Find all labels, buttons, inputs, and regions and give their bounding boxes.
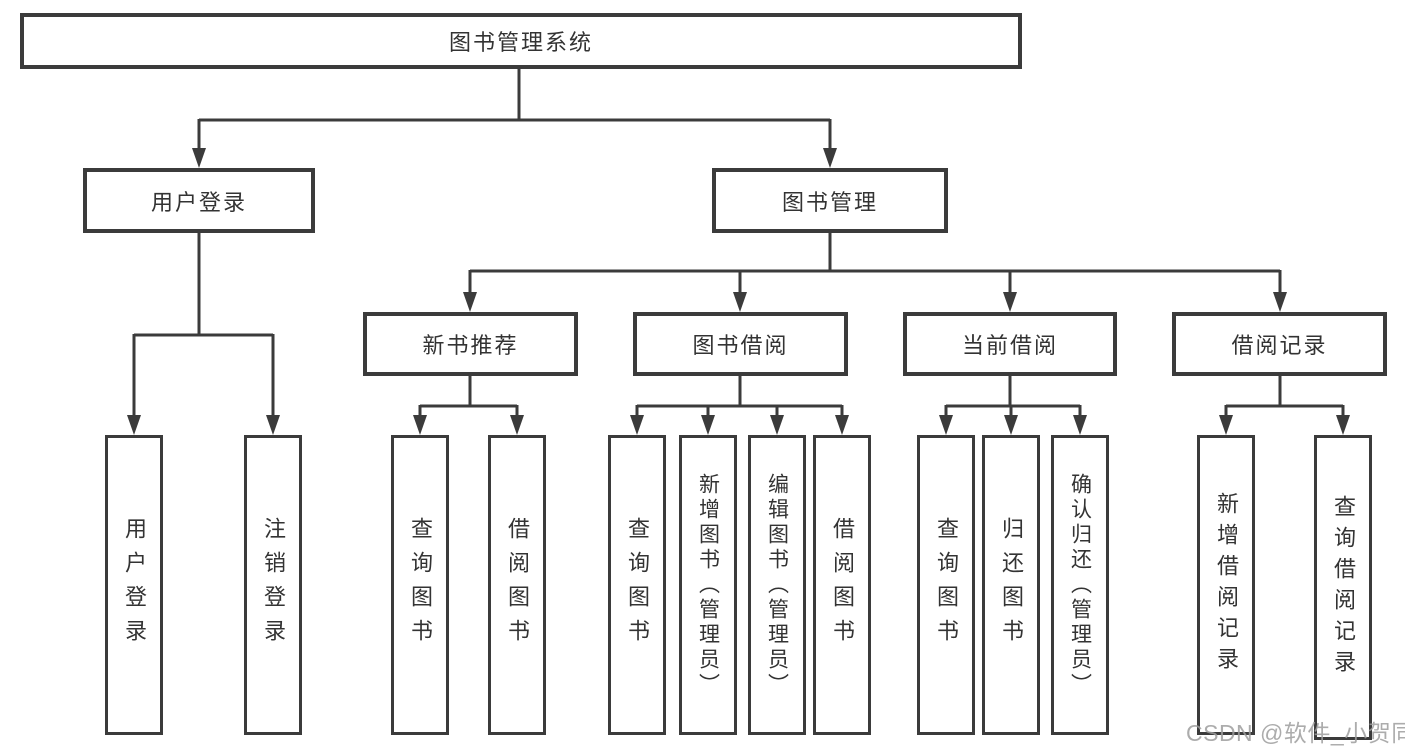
leaf-borrow-books-recommend: 借阅图书: [488, 435, 546, 735]
leaf-query-books-borrow: 查询图书: [608, 435, 666, 735]
node-new-book-recommend: 新书推荐: [363, 312, 578, 376]
leaf-confirm-return-admin: 确认归还（管理员）: [1051, 435, 1109, 735]
leaf-query-books-current: 查询图书: [917, 435, 975, 735]
node-current-borrow: 当前借阅: [903, 312, 1117, 376]
node-label: 用户登录: [150, 189, 247, 215]
node-label: 借阅图书: [830, 517, 855, 653]
leaf-return-books: 归还图书: [982, 435, 1040, 735]
node-book-management-module: 图书管理: [712, 168, 948, 233]
node-borrow-records: 借阅记录: [1172, 312, 1387, 376]
node-label: 借阅记录: [1231, 333, 1328, 358]
node-label: 查询图书: [934, 517, 959, 653]
node-label: 图书管理系统: [448, 30, 593, 55]
node-label: 新增借阅记录: [1214, 492, 1239, 678]
node-label: 借阅图书: [505, 517, 530, 653]
node-root-system: 图书管理系统: [20, 13, 1022, 69]
node-label: 新增图书（管理员）: [696, 472, 720, 698]
node-label: 图书管理: [781, 189, 878, 215]
leaf-query-books-recommend: 查询图书: [391, 435, 449, 735]
node-label: 查询图书: [625, 517, 650, 653]
leaf-query-borrow-record: 查询借阅记录: [1314, 435, 1372, 740]
leaf-user-login: 用户登录: [105, 435, 163, 735]
leaf-edit-books-admin: 编辑图书（管理员）: [748, 435, 806, 735]
node-user-login-module: 用户登录: [83, 168, 315, 233]
leaf-add-borrow-record: 新增借阅记录: [1197, 435, 1255, 735]
node-label: 查询图书: [408, 517, 433, 653]
leaf-borrow-books: 借阅图书: [813, 435, 871, 735]
node-label: 注销登录: [261, 517, 286, 653]
leaf-add-books-admin: 新增图书（管理员）: [679, 435, 737, 735]
node-book-borrow: 图书借阅: [633, 312, 848, 376]
node-label: 编辑图书（管理员）: [765, 472, 789, 698]
arrowhead-icons: [127, 148, 1350, 435]
node-label: 新书推荐: [422, 333, 519, 358]
node-label: 归还图书: [999, 517, 1024, 653]
leaf-logout: 注销登录: [244, 435, 302, 735]
node-label: 确认归还（管理员）: [1068, 472, 1092, 698]
node-label: 用户登录: [122, 517, 147, 653]
node-label: 当前借阅: [961, 333, 1058, 358]
csdn-watermark: CSDN @软件_小贺同学: [1186, 720, 1405, 746]
node-label: 查询借阅记录: [1331, 494, 1356, 681]
node-label: 图书借阅: [692, 333, 789, 358]
